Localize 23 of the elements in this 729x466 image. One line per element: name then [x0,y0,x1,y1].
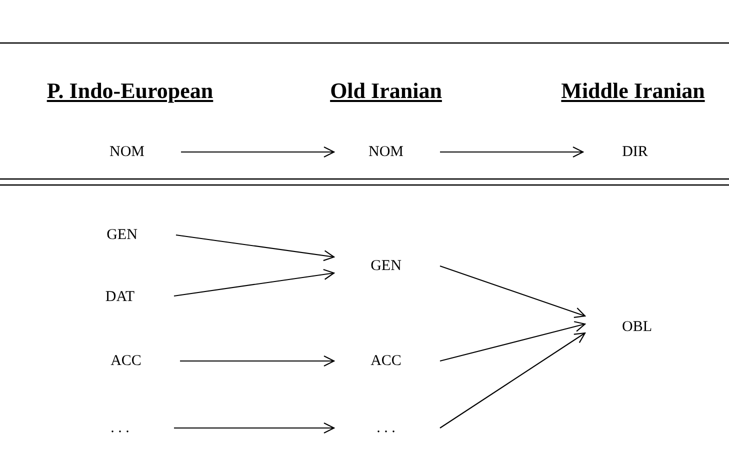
case-label: NOM [109,144,144,160]
case-label: . . . [376,420,396,436]
column-heading: P. Indo-European [46,78,214,104]
case-label: OBL [622,318,652,336]
case-label: NOM [368,144,404,160]
arrow [440,146,584,158]
case-label: . . . [110,420,130,436]
case-label: GEN [106,226,138,244]
arrow [440,265,586,318]
case-label: DAT [105,288,135,306]
arrow [174,422,335,434]
arrow [440,321,586,362]
arrow [176,234,335,262]
arrow [174,268,335,297]
column-heading: Middle Iranian [561,78,705,104]
case-label: GEN [370,258,402,274]
case-label: DIR [622,144,648,160]
case-label: ACC [110,352,142,370]
column-heading: Old Iranian [330,78,442,104]
arrow [180,355,335,367]
case-label: ACC [370,352,402,370]
arrow [440,332,586,428]
arrow [181,146,335,158]
